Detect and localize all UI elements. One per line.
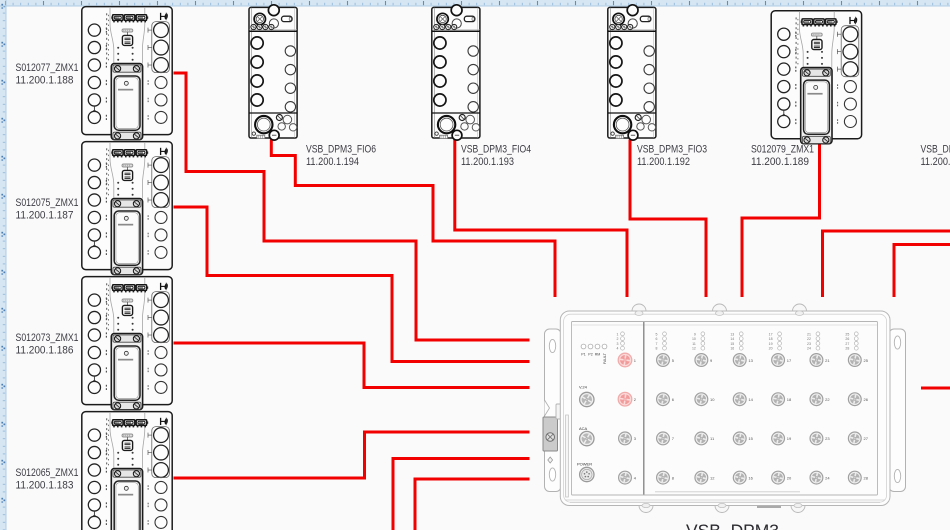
svg-text:1: 1 (634, 358, 637, 363)
svg-text:8: 8 (672, 475, 675, 480)
svg-text:11: 11 (710, 436, 715, 441)
svg-text:26: 26 (864, 397, 869, 402)
svg-text:11.200.1.190: 11.200.1.190 (921, 156, 950, 168)
svg-text:5: 5 (656, 332, 658, 336)
svg-text:13: 13 (748, 358, 753, 363)
svg-text:24: 24 (825, 475, 830, 480)
svg-text:ACA: ACA (579, 426, 588, 431)
svg-text:16: 16 (748, 475, 753, 480)
svg-text:22: 22 (807, 337, 811, 341)
svg-text:25: 25 (864, 358, 869, 363)
svg-text:27: 27 (845, 342, 849, 346)
svg-text:16: 16 (730, 347, 734, 351)
svg-text:5: 5 (672, 358, 675, 363)
svg-text:23: 23 (825, 436, 830, 441)
svg-text:S012065_ZMX1: S012065_ZMX1 (16, 467, 79, 479)
svg-text:18: 18 (769, 337, 773, 341)
svg-text:11.200.1.189: 11.200.1.189 (751, 156, 809, 168)
svg-text:P2: P2 (588, 353, 592, 357)
svg-text:19: 19 (787, 436, 792, 441)
svg-text:8: 8 (656, 347, 658, 351)
svg-text:VSB_DPM3_FIO1: VSB_DPM3_FIO1 (921, 144, 950, 156)
svg-text:28: 28 (845, 347, 849, 351)
svg-text:20: 20 (787, 475, 792, 480)
svg-text:14: 14 (730, 337, 734, 341)
svg-text:S012079_ZMX1: S012079_ZMX1 (751, 144, 814, 156)
svg-text:2: 2 (634, 397, 637, 402)
svg-text:P1: P1 (581, 353, 585, 357)
svg-text:18: 18 (787, 397, 792, 402)
svg-text:17: 17 (769, 332, 773, 336)
svg-text:11.200.1.188: 11.200.1.188 (16, 75, 74, 87)
svg-text:11.200.1.183: 11.200.1.183 (16, 480, 74, 492)
svg-text:S012073_ZMX1: S012073_ZMX1 (16, 332, 79, 344)
svg-text:15: 15 (730, 342, 734, 346)
svg-text:21: 21 (807, 332, 811, 336)
svg-text:10: 10 (692, 337, 696, 341)
svg-text:RM: RM (595, 353, 601, 357)
svg-text:10: 10 (710, 397, 715, 402)
svg-text:12: 12 (710, 475, 715, 480)
svg-text:15: 15 (748, 436, 753, 441)
svg-text:17: 17 (787, 358, 792, 363)
svg-text:2: 2 (617, 337, 619, 341)
svg-text:1: 1 (617, 332, 619, 336)
svg-text:6: 6 (672, 397, 675, 402)
svg-text:9: 9 (710, 358, 713, 363)
svg-text:VSB_DPM3_FIO3: VSB_DPM3_FIO3 (637, 144, 707, 156)
svg-text:VSB_DPM3: VSB_DPM3 (686, 520, 779, 530)
svg-text:13: 13 (730, 332, 734, 336)
svg-text:POWER: POWER (577, 462, 592, 467)
svg-text:14: 14 (748, 397, 753, 402)
svg-text:VSB_DPM3_FIO6: VSB_DPM3_FIO6 (306, 144, 376, 156)
svg-text:S012075_ZMX1: S012075_ZMX1 (16, 197, 79, 209)
svg-text:26: 26 (845, 337, 849, 341)
svg-text:FAULT: FAULT (603, 352, 607, 364)
svg-text:20: 20 (769, 347, 773, 351)
svg-text:11.200.1.187: 11.200.1.187 (16, 210, 74, 222)
svg-text:S012077_ZMX1: S012077_ZMX1 (16, 62, 79, 74)
svg-text:24: 24 (807, 347, 811, 351)
svg-text:28: 28 (864, 475, 869, 480)
svg-text:11.200.1.186: 11.200.1.186 (16, 345, 74, 357)
svg-text:23: 23 (807, 342, 811, 346)
svg-text:19: 19 (769, 342, 773, 346)
svg-text:21: 21 (825, 358, 830, 363)
svg-text:3: 3 (634, 436, 637, 441)
svg-text:3: 3 (617, 342, 619, 346)
svg-text:11.200.1.193: 11.200.1.193 (461, 156, 514, 168)
svg-text:7: 7 (672, 436, 675, 441)
svg-text:22: 22 (825, 397, 830, 402)
svg-text:27: 27 (864, 436, 869, 441)
svg-text:V.24: V.24 (579, 385, 588, 390)
svg-text:25: 25 (845, 332, 849, 336)
svg-text:VSB_DPM3_FIO4: VSB_DPM3_FIO4 (461, 144, 531, 156)
svg-text:11.200.1.194: 11.200.1.194 (306, 156, 359, 168)
svg-text:6: 6 (656, 337, 658, 341)
svg-text:7: 7 (656, 342, 658, 346)
svg-text:11: 11 (692, 342, 696, 346)
svg-text:4: 4 (617, 347, 619, 351)
svg-text:4: 4 (634, 475, 637, 480)
svg-text:11.200.1.192: 11.200.1.192 (637, 156, 690, 168)
svg-text:9: 9 (694, 332, 696, 336)
svg-text:12: 12 (692, 347, 696, 351)
